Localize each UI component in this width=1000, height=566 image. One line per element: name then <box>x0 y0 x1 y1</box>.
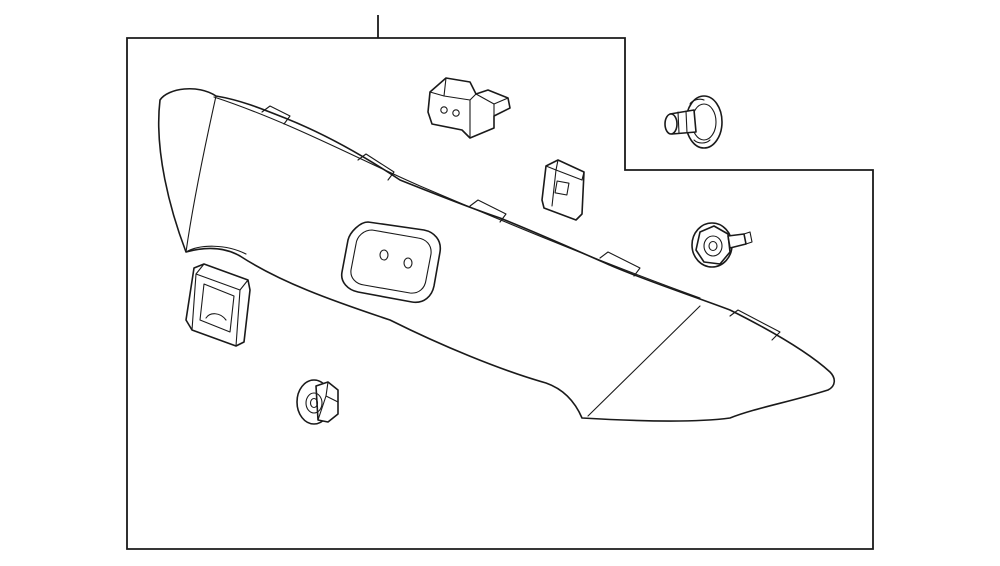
push-nut-icon <box>296 379 339 425</box>
screw-icon <box>664 95 723 149</box>
square-clip-icon <box>541 159 585 221</box>
mounting-bracket-icon <box>427 77 511 139</box>
retainer-clip-icon <box>185 263 251 347</box>
nut-fastener-icon <box>691 222 753 268</box>
garnish-panel-icon <box>157 87 836 422</box>
group-frame <box>126 37 874 550</box>
